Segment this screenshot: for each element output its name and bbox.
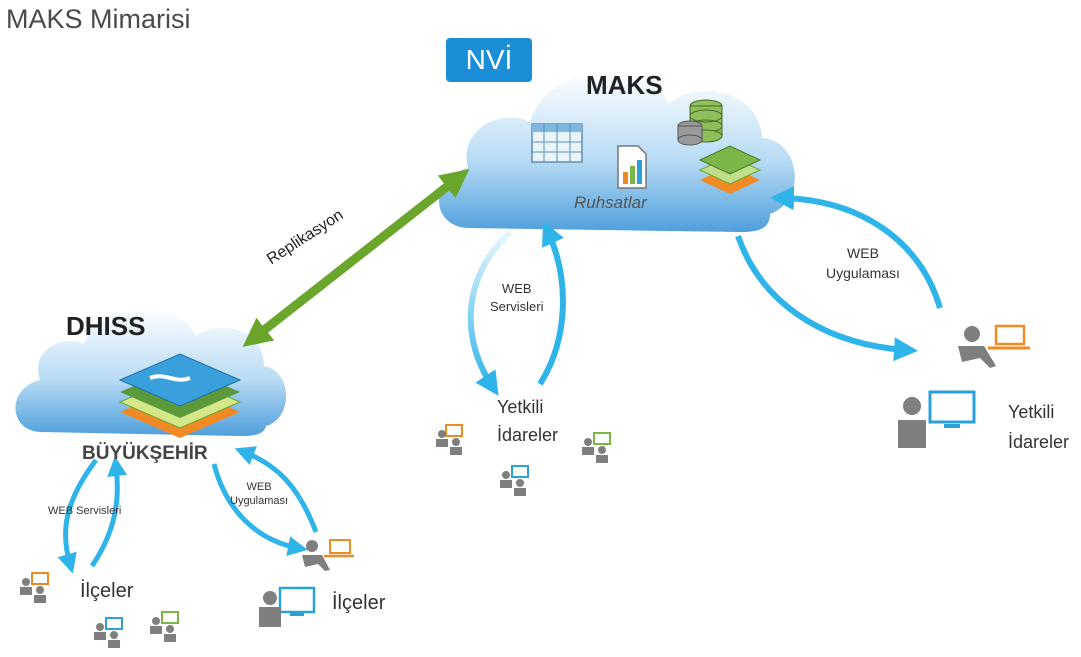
database-stack-icon bbox=[677, 99, 723, 146]
authorized-admins-center: Yetkili İdareler bbox=[497, 393, 558, 449]
report-chart-icon bbox=[617, 145, 647, 189]
user-group-icon-blue-center bbox=[500, 465, 529, 496]
web-services-line1: WEB bbox=[501, 281, 532, 296]
table-grid-icon bbox=[531, 123, 583, 163]
web-services-arrow-up bbox=[537, 221, 566, 386]
replication-arrow bbox=[242, 169, 470, 347]
user-desktop-icon bbox=[898, 390, 976, 448]
user-group-icon-green-center bbox=[582, 432, 611, 463]
web-services-label-left: WEB Servisleri bbox=[48, 505, 122, 517]
web-app-label-right: WEB Uygulaması bbox=[826, 243, 900, 283]
web-app-line1: WEB bbox=[847, 245, 879, 261]
dhiss-cloud-label: DHISS bbox=[66, 311, 146, 341]
authorized-admins-right-line1: Yetkili bbox=[1008, 402, 1055, 422]
left-web-services-arrow-down bbox=[57, 458, 99, 574]
districts-label-left: İlçeler bbox=[80, 580, 134, 602]
diagram-title: MAKS Mimarisi bbox=[6, 4, 191, 34]
user-desktop-icon-left bbox=[259, 586, 316, 627]
web-app-line2: Uygulaması bbox=[826, 265, 900, 281]
web-app-label-left: WEB Uygulaması bbox=[230, 480, 288, 508]
districts-label-right: İlçeler bbox=[332, 592, 386, 614]
authorized-admins-right: Yetkili İdareler bbox=[1008, 397, 1069, 457]
authorized-admins-right-line2: İdareler bbox=[1008, 432, 1070, 452]
web-app-arrow-down bbox=[735, 235, 918, 362]
dhiss-map-layers-icon bbox=[118, 353, 242, 438]
web-services-line2: Servisleri bbox=[490, 299, 544, 314]
web-app-left-line1: WEB bbox=[246, 481, 272, 493]
nvi-badge: NVİ bbox=[446, 38, 532, 82]
web-app-left-line2: Uygulaması bbox=[230, 495, 289, 507]
web-services-arrow-down bbox=[467, 229, 513, 397]
left-web-app-arrow-up bbox=[234, 446, 319, 533]
web-app-arrow-up bbox=[770, 186, 943, 309]
ruhsatlar-label: Ruhsatlar bbox=[574, 193, 647, 212]
maks-cloud-label: MAKS bbox=[586, 70, 663, 100]
left-web-app-arrow-down bbox=[211, 463, 308, 556]
buyuksehir-label: BÜYÜKŞEHİR bbox=[82, 443, 208, 464]
map-layers-icon bbox=[698, 145, 762, 194]
user-group-icon-orange-center bbox=[436, 424, 463, 455]
user-group-icon-orange-left bbox=[20, 572, 49, 603]
left-web-services-arrow-up bbox=[89, 456, 128, 568]
user-group-icon-blue-left bbox=[94, 617, 123, 648]
web-services-label-center: WEB Servisleri bbox=[490, 280, 543, 316]
authorized-admins-center-line1: Yetkili bbox=[497, 397, 544, 417]
user-group-icon-green-left bbox=[150, 611, 179, 642]
user-laptop-icon bbox=[958, 324, 1030, 368]
authorized-admins-center-line2: İdareler bbox=[497, 425, 559, 445]
user-laptop-icon-left bbox=[302, 539, 354, 571]
